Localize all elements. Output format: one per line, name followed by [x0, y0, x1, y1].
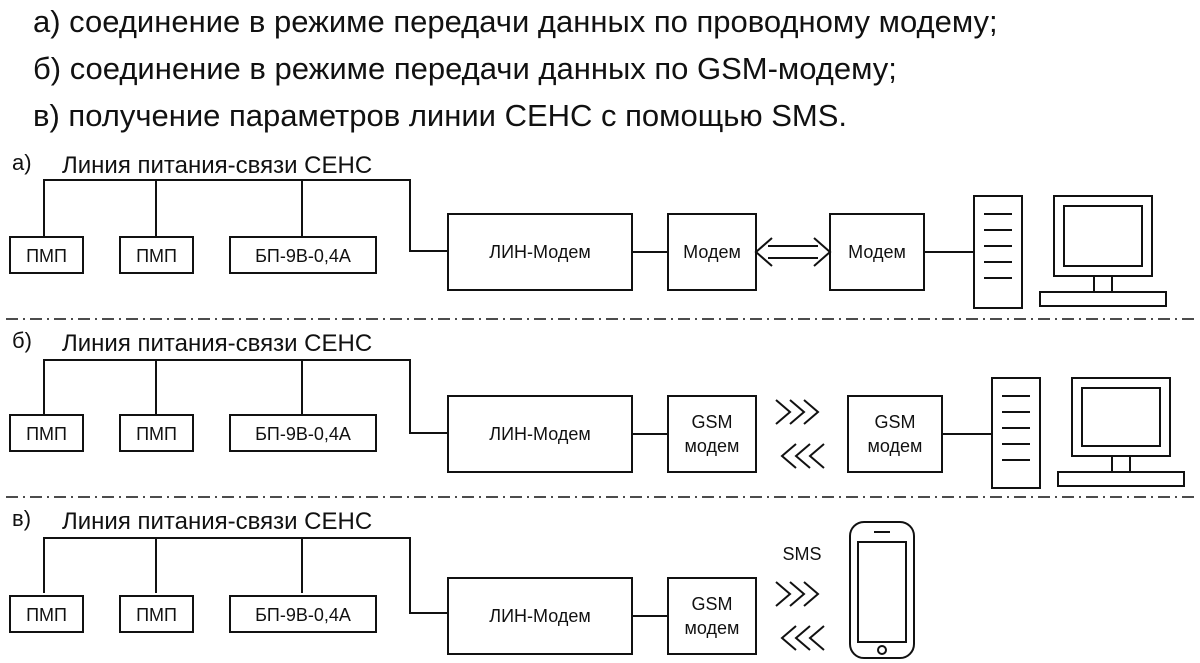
gsm-modem-box [667, 395, 757, 473]
panel-letter: в) [12, 506, 31, 531]
pmp-label: ПМП [136, 246, 177, 266]
double-arrow-icon [754, 237, 832, 267]
pmp-label: ПМП [26, 605, 67, 625]
panel-letter: б) [12, 328, 32, 353]
panel-letter: а) [12, 150, 32, 175]
gsm-modem-label: модем [685, 618, 740, 638]
lin-modem-label: ЛИН-Модем [489, 606, 590, 626]
gsm-modem-box [667, 577, 757, 655]
caption-a: а) соединение в режиме передачи данных п… [33, 4, 998, 39]
pmp-box [119, 414, 194, 452]
gsm-modem-label: GSM [874, 412, 915, 432]
bus-line [43, 179, 448, 252]
computer-monitor-icon [1057, 377, 1185, 487]
psu-label: БП-9В-0,4А [255, 605, 351, 625]
gsm-modem-label: модем [868, 436, 923, 456]
caption-b: б) соединение в режиме передачи данных п… [33, 51, 897, 86]
wireless-signal-icon [775, 399, 825, 469]
lin-modem-label: ЛИН-Модем [489, 242, 590, 262]
psu-box [229, 236, 377, 274]
pmp-label: ПМП [136, 605, 177, 625]
pmp-label: ПМП [136, 424, 177, 444]
wireless-signal-icon [775, 581, 825, 651]
pmp-box [9, 236, 84, 274]
pmp-box [119, 595, 194, 633]
separator-line [6, 318, 1194, 320]
bus-line [43, 537, 448, 614]
panel-wired-modem: а) Линия питания-связи СЕНС ПМП ПМП БП-9… [0, 142, 1200, 309]
psu-box [229, 414, 377, 452]
psu-label: БП-9В-0,4А [255, 424, 351, 444]
panel-sms: в) Линия питания-связи СЕНС ПМП ПМП БП-9… [0, 498, 1200, 663]
pmp-label: ПМП [26, 424, 67, 444]
modem-label: Модем [683, 242, 741, 262]
caption-c: в) получение параметров линии СЕНС с пом… [33, 98, 848, 133]
line-title: Линия питания-связи СЕНС [62, 330, 372, 357]
panel-gsm-modem: б) Линия питания-связи СЕНС ПМП ПМП БП-9… [0, 320, 1200, 489]
pmp-label: ПМП [26, 246, 67, 266]
gsm-modem-label: GSM [691, 412, 732, 432]
modem-label: Модем [848, 242, 906, 262]
psu-label: БП-9В-0,4А [255, 246, 351, 266]
psu-box [229, 595, 377, 633]
pmp-box [119, 236, 194, 274]
smartphone-icon [849, 521, 915, 659]
computer-monitor-icon [1039, 195, 1167, 307]
pmp-box [9, 414, 84, 452]
bus-line [43, 359, 448, 434]
pmp-box [9, 595, 84, 633]
line-title: Линия питания-связи СЕНС [62, 508, 372, 535]
gsm-modem-label: GSM [691, 594, 732, 614]
lin-modem-label: ЛИН-Модем [489, 424, 590, 444]
separator-line [6, 496, 1194, 498]
line-title: Линия питания-связи СЕНС [62, 152, 372, 179]
server-tower-icon [973, 195, 1023, 309]
sms-label: SMS [782, 544, 821, 564]
server-tower-icon [991, 377, 1041, 489]
gsm-modem-box [847, 395, 943, 473]
gsm-modem-label: модем [685, 436, 740, 456]
